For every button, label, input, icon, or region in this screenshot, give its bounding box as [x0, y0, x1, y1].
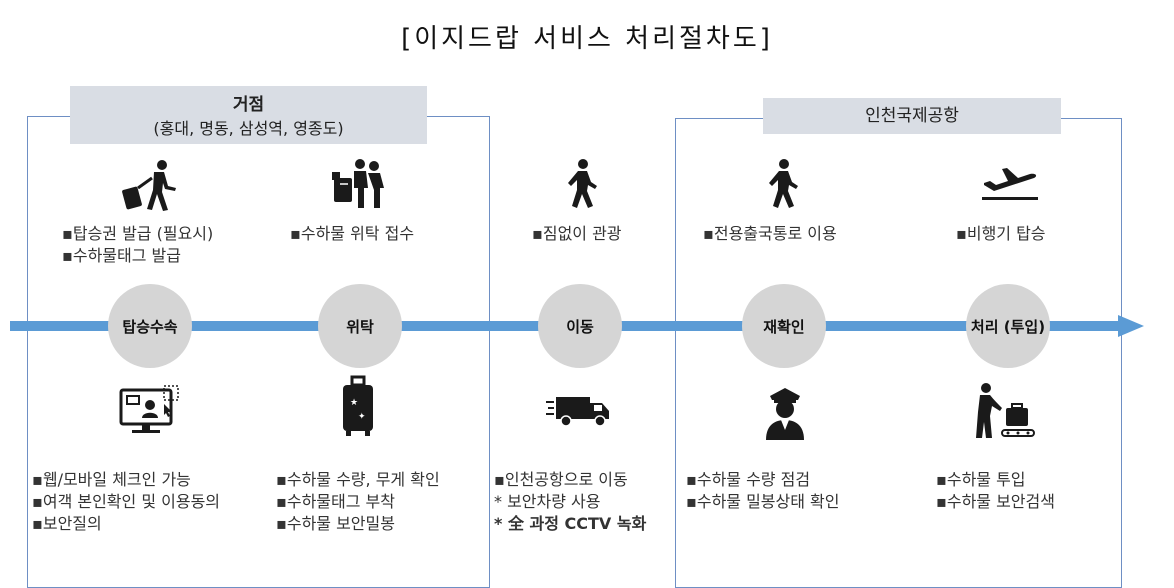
top-text-4: ▪전용출국통로 이용	[703, 223, 837, 245]
svg-text:✦: ✦	[358, 412, 366, 422]
bottom-text-line: ▪수하물 수량 점검	[686, 470, 811, 489]
bottom-text-line: ▪수하물 수량, 무게 확인	[276, 470, 440, 489]
top-text-line: ▪비행기 탑승	[956, 224, 1046, 243]
step-checkin-circle: 탑승수속	[108, 284, 192, 368]
top-text-2: ▪수하물 위탁 접수	[290, 223, 414, 245]
top-text-line: ▪전용출국통로 이용	[703, 224, 837, 243]
hub-section-subtitle: (홍대, 명동, 삼성역, 영종도)	[153, 119, 344, 138]
top-text-3: ▪짐없이 관광	[532, 223, 622, 245]
bottom-text-line: * 보안차량 사용	[494, 492, 601, 511]
top-text-line: ▪탑승권 발급 (필요시)	[62, 224, 214, 243]
traveler-with-luggage-icon	[122, 160, 176, 211]
top-text-line: ▪수하물 위탁 접수	[290, 224, 415, 243]
bottom-text-line: ▪수하물태그 부착	[276, 492, 395, 511]
page-title: [이지드랍 서비스 처리절차도]	[401, 24, 773, 54]
bottom-text-line: ▪수하물 밀봉상태 확인	[686, 492, 840, 511]
bottom-text-line: ▪수하물 투입	[936, 470, 1026, 489]
security-officer-icon	[766, 388, 804, 440]
bottom-text-line: ▪웹/모바일 체크인 가능	[32, 470, 191, 489]
svg-text:★: ★	[350, 398, 358, 408]
web-checkin-monitor-icon	[119, 385, 179, 433]
step-recheck-circle: 재확인	[742, 284, 826, 368]
bottom-text-4: ▪수하물 수량 점검 ▪수하물 밀봉상태 확인	[686, 469, 840, 513]
bottom-text-line: ▪인천공항으로 이동	[494, 470, 628, 489]
bottom-text-line: ▪수하물 보안검색	[936, 492, 1055, 511]
bottom-text-5: ▪수하물 투입 ▪수하물 보안검색	[936, 469, 1055, 513]
delivery-truck-icon	[546, 397, 609, 427]
walking-person-icon	[568, 159, 597, 208]
top-text-line: ▪짐없이 관광	[532, 224, 622, 243]
bottom-text-line: ▪보안질의	[32, 514, 102, 533]
baggage-conveyor-icon	[976, 383, 1035, 438]
bottom-text-line: ▪여객 본인확인 및 이용동의	[32, 492, 221, 511]
hub-section-header: 거점 (홍대, 명동, 삼성역, 영종도)	[70, 86, 427, 144]
bottom-text-line: ▪수하물 보안밀봉	[276, 514, 395, 533]
top-text-line: ▪수하물태그 발급	[62, 246, 181, 265]
step-transport-circle: 이동	[538, 284, 622, 368]
walking-person-icon	[769, 159, 798, 208]
step-consign-circle: 위탁	[318, 284, 402, 368]
suitcase-icon: ★ ✦	[343, 375, 373, 436]
bottom-text-1: ▪웹/모바일 체크인 가능 ▪여객 본인확인 및 이용동의 ▪보안질의	[32, 469, 220, 535]
airport-section-frame	[675, 118, 1122, 588]
bottom-text-2: ▪수하물 수량, 무게 확인 ▪수하물태그 부착 ▪수하물 보안밀봉	[276, 469, 440, 535]
hub-section-title: 거점	[232, 95, 265, 115]
people-with-luggage-icon	[332, 159, 384, 208]
airport-section-header: 인천국제공항	[763, 98, 1061, 134]
airport-section-title: 인천국제공항	[865, 106, 959, 126]
airplane-takeoff-icon	[982, 168, 1038, 200]
process-arrow-head	[1118, 315, 1144, 337]
top-text-1: ▪탑승권 발급 (필요시) ▪수하물태그 발급	[62, 223, 213, 267]
top-text-5: ▪비행기 탑승	[956, 223, 1046, 245]
bottom-text-3: ▪인천공항으로 이동 * 보안차량 사용 * 全 과정 CCTV 녹화	[494, 469, 646, 535]
bottom-text-line: * 全 과정 CCTV 녹화	[494, 514, 647, 533]
step-process-circle: 처리 (투입)	[966, 284, 1050, 368]
